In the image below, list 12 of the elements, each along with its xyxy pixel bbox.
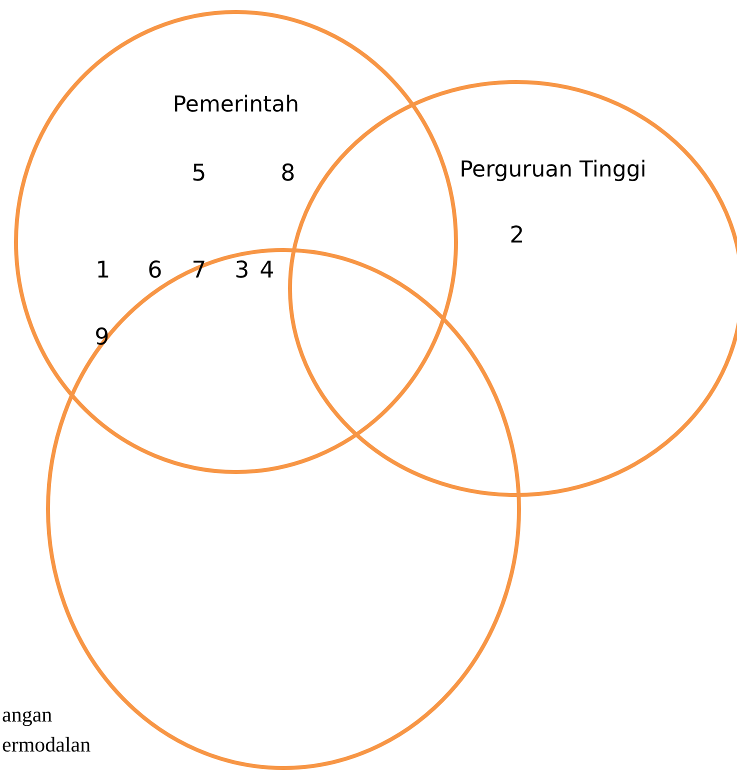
note-text: ermodalan [2,734,91,756]
venn-circle [14,10,458,474]
set-label: Perguruan Tinggi [460,158,646,182]
item-number: 5 [192,162,206,186]
note-text: angan [2,704,52,726]
set-label: Pemerintah [172,92,300,118]
item-number: 3 [234,260,250,282]
item-number: 4 [260,260,274,282]
item-number: 6 [148,260,162,282]
item-number: 2 [510,224,524,248]
item-number: 8 [280,162,296,186]
item-number: 1 [96,260,110,282]
